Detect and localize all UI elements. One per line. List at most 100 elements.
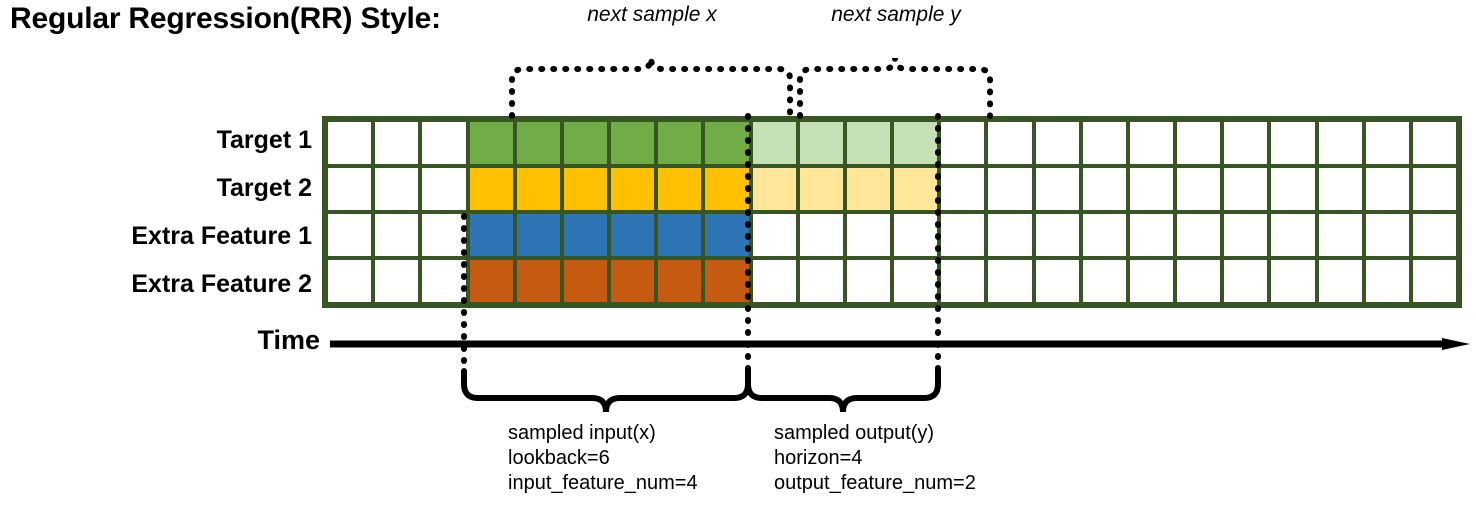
cell-target-2-0-empty [328, 168, 372, 210]
cell-target-1-20-empty [1271, 122, 1315, 164]
cell-extra-feature-1-3-input [469, 214, 513, 256]
caption-sampled-input: sampled input(x) lookback=6 input_featur… [508, 421, 698, 496]
cell-target-2-2-empty [422, 168, 466, 210]
cell-extra-feature-1-16-empty [1082, 214, 1126, 256]
timeline-row-target-1 [326, 120, 1458, 166]
cell-extra-feature-1-19-empty [1224, 214, 1268, 256]
cell-target-1-8-input [705, 122, 749, 164]
caption-input-line2: lookback=6 [508, 447, 610, 469]
cell-target-1-14-empty [988, 122, 1032, 164]
cell-target-2-14-empty [988, 168, 1032, 210]
bottom-brace-output [745, 368, 941, 413]
cell-target-2-15-empty [1035, 168, 1079, 210]
cell-extra-feature-1-13-empty [941, 214, 985, 256]
time-axis-label: Time [257, 325, 320, 355]
cell-target-2-8-input [705, 168, 749, 210]
cell-extra-feature-2-21-empty [1318, 260, 1362, 302]
cell-extra-feature-1-23-empty [1412, 214, 1457, 256]
cell-target-2-22-empty [1365, 168, 1409, 210]
cell-extra-feature-1-1-empty [375, 214, 419, 256]
cell-extra-feature-2-17-empty [1129, 260, 1174, 302]
cell-extra-feature-1-5-input [563, 214, 608, 256]
cell-target-2-18-empty [1177, 168, 1221, 210]
cell-extra-feature-2-7-input [658, 260, 702, 302]
row-label-target-2: Target 2 [216, 174, 312, 202]
cell-extra-feature-2-10-empty [799, 260, 843, 302]
cell-target-2-19-empty [1224, 168, 1268, 210]
cell-target-1-19-empty [1224, 122, 1268, 164]
cell-extra-feature-1-2-empty [422, 214, 466, 256]
cell-extra-feature-1-6-input [611, 214, 655, 256]
cell-extra-feature-2-2-empty [422, 260, 466, 302]
cell-target-1-11-output [846, 122, 891, 164]
annotation-next-sample-x: next sample x [587, 3, 717, 26]
cell-target-2-13-empty [941, 168, 985, 210]
cell-extra-feature-2-1-empty [375, 260, 419, 302]
bottom-brace-input [461, 368, 751, 413]
cell-target-1-0-empty [328, 122, 372, 164]
cell-target-1-2-empty [422, 122, 466, 164]
cell-extra-feature-2-14-empty [988, 260, 1032, 302]
cell-extra-feature-2-23-empty [1412, 260, 1457, 302]
cell-extra-feature-1-9-empty [752, 214, 796, 256]
cell-target-1-22-empty [1365, 122, 1409, 164]
caption-output-line2: horizon=4 [774, 447, 863, 469]
cell-target-2-11-output [846, 168, 891, 210]
cell-target-1-9-output [752, 122, 796, 164]
cell-target-1-23-empty [1412, 122, 1457, 164]
annotation-next-sample-y: next sample y [831, 3, 961, 26]
top-brace-next-sample-x [509, 57, 793, 119]
cell-target-2-3-input [469, 168, 513, 210]
cell-target-2-10-output [799, 168, 843, 210]
row-label-target-1: Target 1 [216, 126, 312, 154]
cell-extra-feature-2-5-input [563, 260, 608, 302]
cell-target-1-17-empty [1129, 122, 1174, 164]
cell-target-1-6-input [611, 122, 655, 164]
cell-extra-feature-2-19-empty [1224, 260, 1268, 302]
cell-extra-feature-2-13-empty [941, 260, 985, 302]
cell-target-1-15-empty [1035, 122, 1079, 164]
cell-extra-feature-1-18-empty [1177, 214, 1221, 256]
cell-extra-feature-2-9-empty [752, 260, 796, 302]
timeline-row-extra-feature-1 [326, 212, 1458, 258]
row-label-extra-feature-1: Extra Feature 1 [131, 222, 312, 250]
cell-target-2-23-empty [1412, 168, 1457, 210]
cell-target-1-12-output [894, 122, 938, 164]
cell-extra-feature-1-11-empty [846, 214, 891, 256]
timeline-row-target-2 [326, 166, 1458, 212]
cell-extra-feature-2-18-empty [1177, 260, 1221, 302]
caption-output-line3: output_feature_num=2 [774, 472, 976, 494]
cell-extra-feature-1-21-empty [1318, 214, 1362, 256]
cell-extra-feature-2-16-empty [1082, 260, 1126, 302]
cell-extra-feature-2-15-empty [1035, 260, 1079, 302]
caption-input-line1: sampled input(x) [508, 422, 656, 444]
cell-extra-feature-2-8-input [705, 260, 749, 302]
cell-target-2-6-input [611, 168, 655, 210]
cell-target-2-21-empty [1318, 168, 1362, 210]
cell-extra-feature-1-10-empty [799, 214, 843, 256]
cell-extra-feature-2-12-empty [894, 260, 938, 302]
cell-target-2-20-empty [1271, 168, 1315, 210]
cell-target-1-21-empty [1318, 122, 1362, 164]
timeline-grid [322, 116, 1462, 308]
time-axis-arrow [330, 338, 1470, 350]
page-title: Regular Regression(RR) Style: [10, 2, 441, 35]
caption-sampled-output: sampled output(y) horizon=4 output_featu… [774, 421, 976, 496]
cell-target-2-12-output [894, 168, 938, 210]
cell-extra-feature-2-6-input [611, 260, 655, 302]
cell-target-2-4-input [516, 168, 560, 210]
top-brace-next-sample-y [797, 57, 993, 119]
cell-extra-feature-1-20-empty [1271, 214, 1315, 256]
cell-extra-feature-1-0-empty [328, 214, 372, 256]
cell-target-1-3-input [469, 122, 513, 164]
caption-input-line3: input_feature_num=4 [508, 472, 698, 494]
cell-target-2-17-empty [1129, 168, 1174, 210]
cell-target-2-16-empty [1082, 168, 1126, 210]
cell-extra-feature-1-14-empty [988, 214, 1032, 256]
cell-extra-feature-2-11-empty [846, 260, 891, 302]
cell-target-2-1-empty [375, 168, 419, 210]
cell-extra-feature-1-22-empty [1365, 214, 1409, 256]
cell-target-1-10-output [799, 122, 843, 164]
cell-extra-feature-1-12-empty [894, 214, 938, 256]
